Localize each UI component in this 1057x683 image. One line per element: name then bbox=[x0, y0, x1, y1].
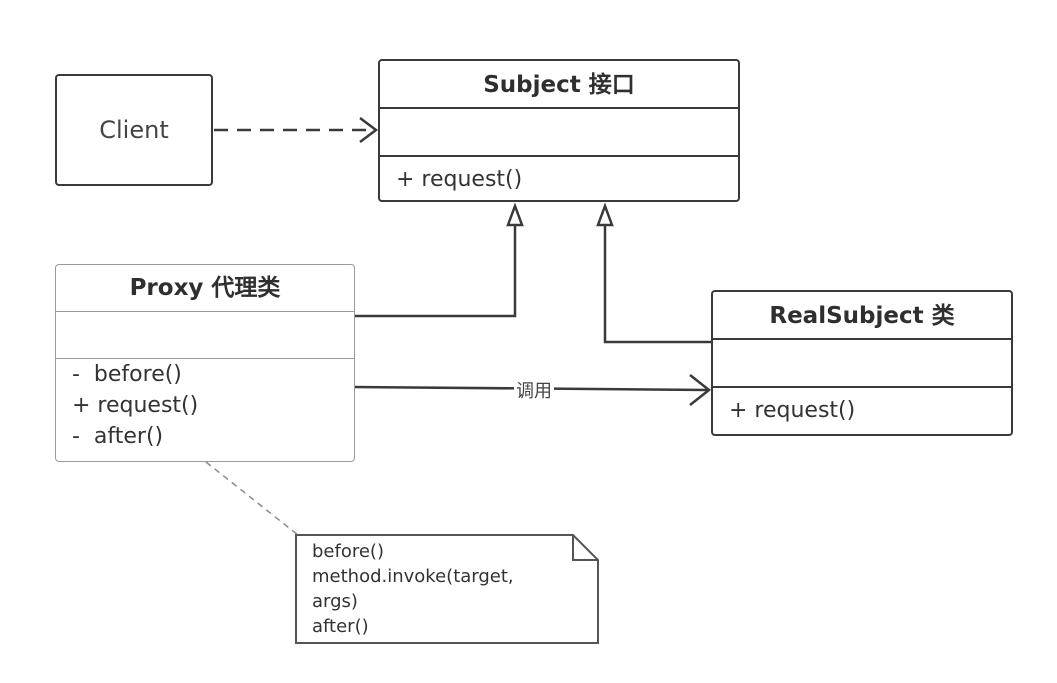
real-subject-class[interactable]: RealSubject 类 + request() bbox=[711, 290, 1013, 436]
proxy-operations: - before() + request() - after() bbox=[56, 359, 354, 452]
subject-operations: + request() bbox=[380, 157, 738, 200]
real-subject-operations: + request() bbox=[713, 388, 1011, 434]
realization-line-real bbox=[603, 225, 711, 344]
note-shape bbox=[295, 534, 599, 644]
note-line: before() bbox=[312, 541, 384, 562]
note-text: before() method.invoke(target, args) aft… bbox=[312, 539, 514, 639]
call-arrow-head bbox=[689, 374, 712, 406]
proxy-title: Proxy 代理类 bbox=[56, 265, 354, 312]
note-line: method.invoke(target, bbox=[312, 566, 514, 587]
hollow-triangle-arrow-proxy bbox=[506, 202, 524, 227]
real-subject-attributes bbox=[713, 340, 1011, 388]
note-line: args) bbox=[312, 591, 358, 612]
real-subject-title: RealSubject 类 bbox=[713, 292, 1011, 340]
open-arrow-head bbox=[359, 117, 379, 143]
proxy-operation-before: - before() bbox=[72, 362, 182, 387]
proxy-class[interactable]: Proxy 代理类 - before() + request() - after… bbox=[55, 264, 355, 462]
subject-operation: + request() bbox=[396, 167, 523, 192]
note-fold bbox=[572, 535, 598, 561]
note-line: after() bbox=[312, 616, 369, 637]
client-box[interactable]: Client bbox=[55, 74, 213, 186]
realization-line-proxy bbox=[355, 225, 517, 318]
proxy-operation-request: + request() bbox=[72, 393, 199, 418]
proxy-operation-after: - after() bbox=[72, 424, 164, 449]
subject-attributes bbox=[380, 109, 738, 157]
note-connector bbox=[205, 461, 299, 536]
subject-interface-class[interactable]: Subject 接口 + request() bbox=[378, 59, 740, 202]
subject-title: Subject 接口 bbox=[380, 61, 738, 109]
client-label: Client bbox=[99, 116, 169, 144]
real-subject-operation: + request() bbox=[729, 398, 856, 423]
hollow-triangle-arrow-real bbox=[596, 202, 614, 227]
proxy-attributes bbox=[56, 312, 354, 359]
call-label: 调用 bbox=[514, 377, 554, 403]
